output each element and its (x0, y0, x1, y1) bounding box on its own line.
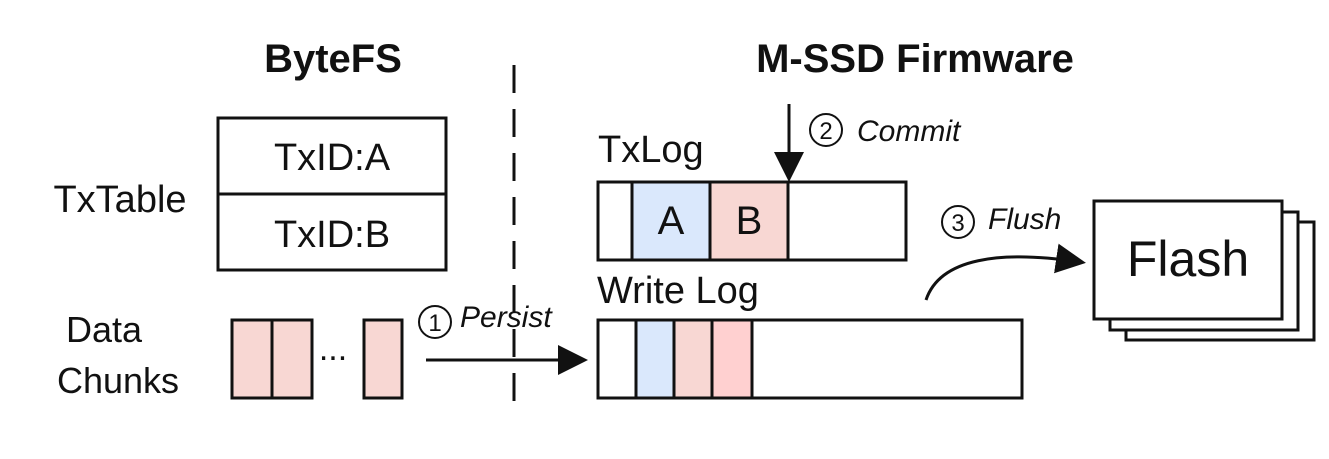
step-2-label: Commit (857, 115, 962, 148)
write-log-entry-a (634, 318, 676, 400)
flash-page-front (1092, 199, 1284, 321)
txlog: A B (596, 180, 908, 262)
txtable-label: TxTable (53, 179, 186, 221)
step-1-circle (418, 305, 452, 339)
write-log (596, 318, 1024, 400)
bytefs-header: ByteFS (264, 37, 402, 81)
txtable: TxID:A TxID:B (216, 116, 448, 272)
data-chunks-label-line1: Data (66, 309, 143, 350)
data-chunk-n (362, 318, 404, 400)
data-chunks: ... (230, 318, 404, 400)
flash-label: Flash (1127, 231, 1249, 287)
step-3-circle (941, 205, 975, 239)
data-chunk-2 (270, 318, 314, 400)
txlog-cell-a (630, 180, 712, 262)
step-1-label: Persist (460, 301, 553, 334)
flash-stack: Flash (1092, 199, 1316, 342)
mssd-firmware-header: M-SSD Firmware (756, 37, 1074, 81)
txlog-cell-a-label: A (658, 199, 685, 243)
write-log-entry-b2 (710, 318, 754, 400)
step-1-number: 1 (428, 310, 441, 337)
write-log-entry-b1 (672, 318, 714, 400)
txlog-label: TxLog (598, 129, 704, 171)
flush-arrow (924, 243, 1086, 301)
txlog-cell-b (708, 180, 790, 262)
step-3-number: 3 (951, 210, 964, 237)
txtable-row-a: TxID:A (274, 137, 391, 179)
step-3-label: Flush (988, 203, 1061, 236)
data-chunks-ellipsis: ... (319, 330, 347, 368)
step-2-number: 2 (819, 118, 832, 145)
txtable-row-b: TxID:B (274, 214, 390, 256)
write-log-label: Write Log (597, 270, 759, 312)
data-chunks-label-line2: Chunks (57, 360, 179, 401)
data-chunk-1 (230, 318, 274, 400)
step-2-circle (809, 113, 843, 147)
txlog-cell-b-label: B (736, 199, 763, 243)
